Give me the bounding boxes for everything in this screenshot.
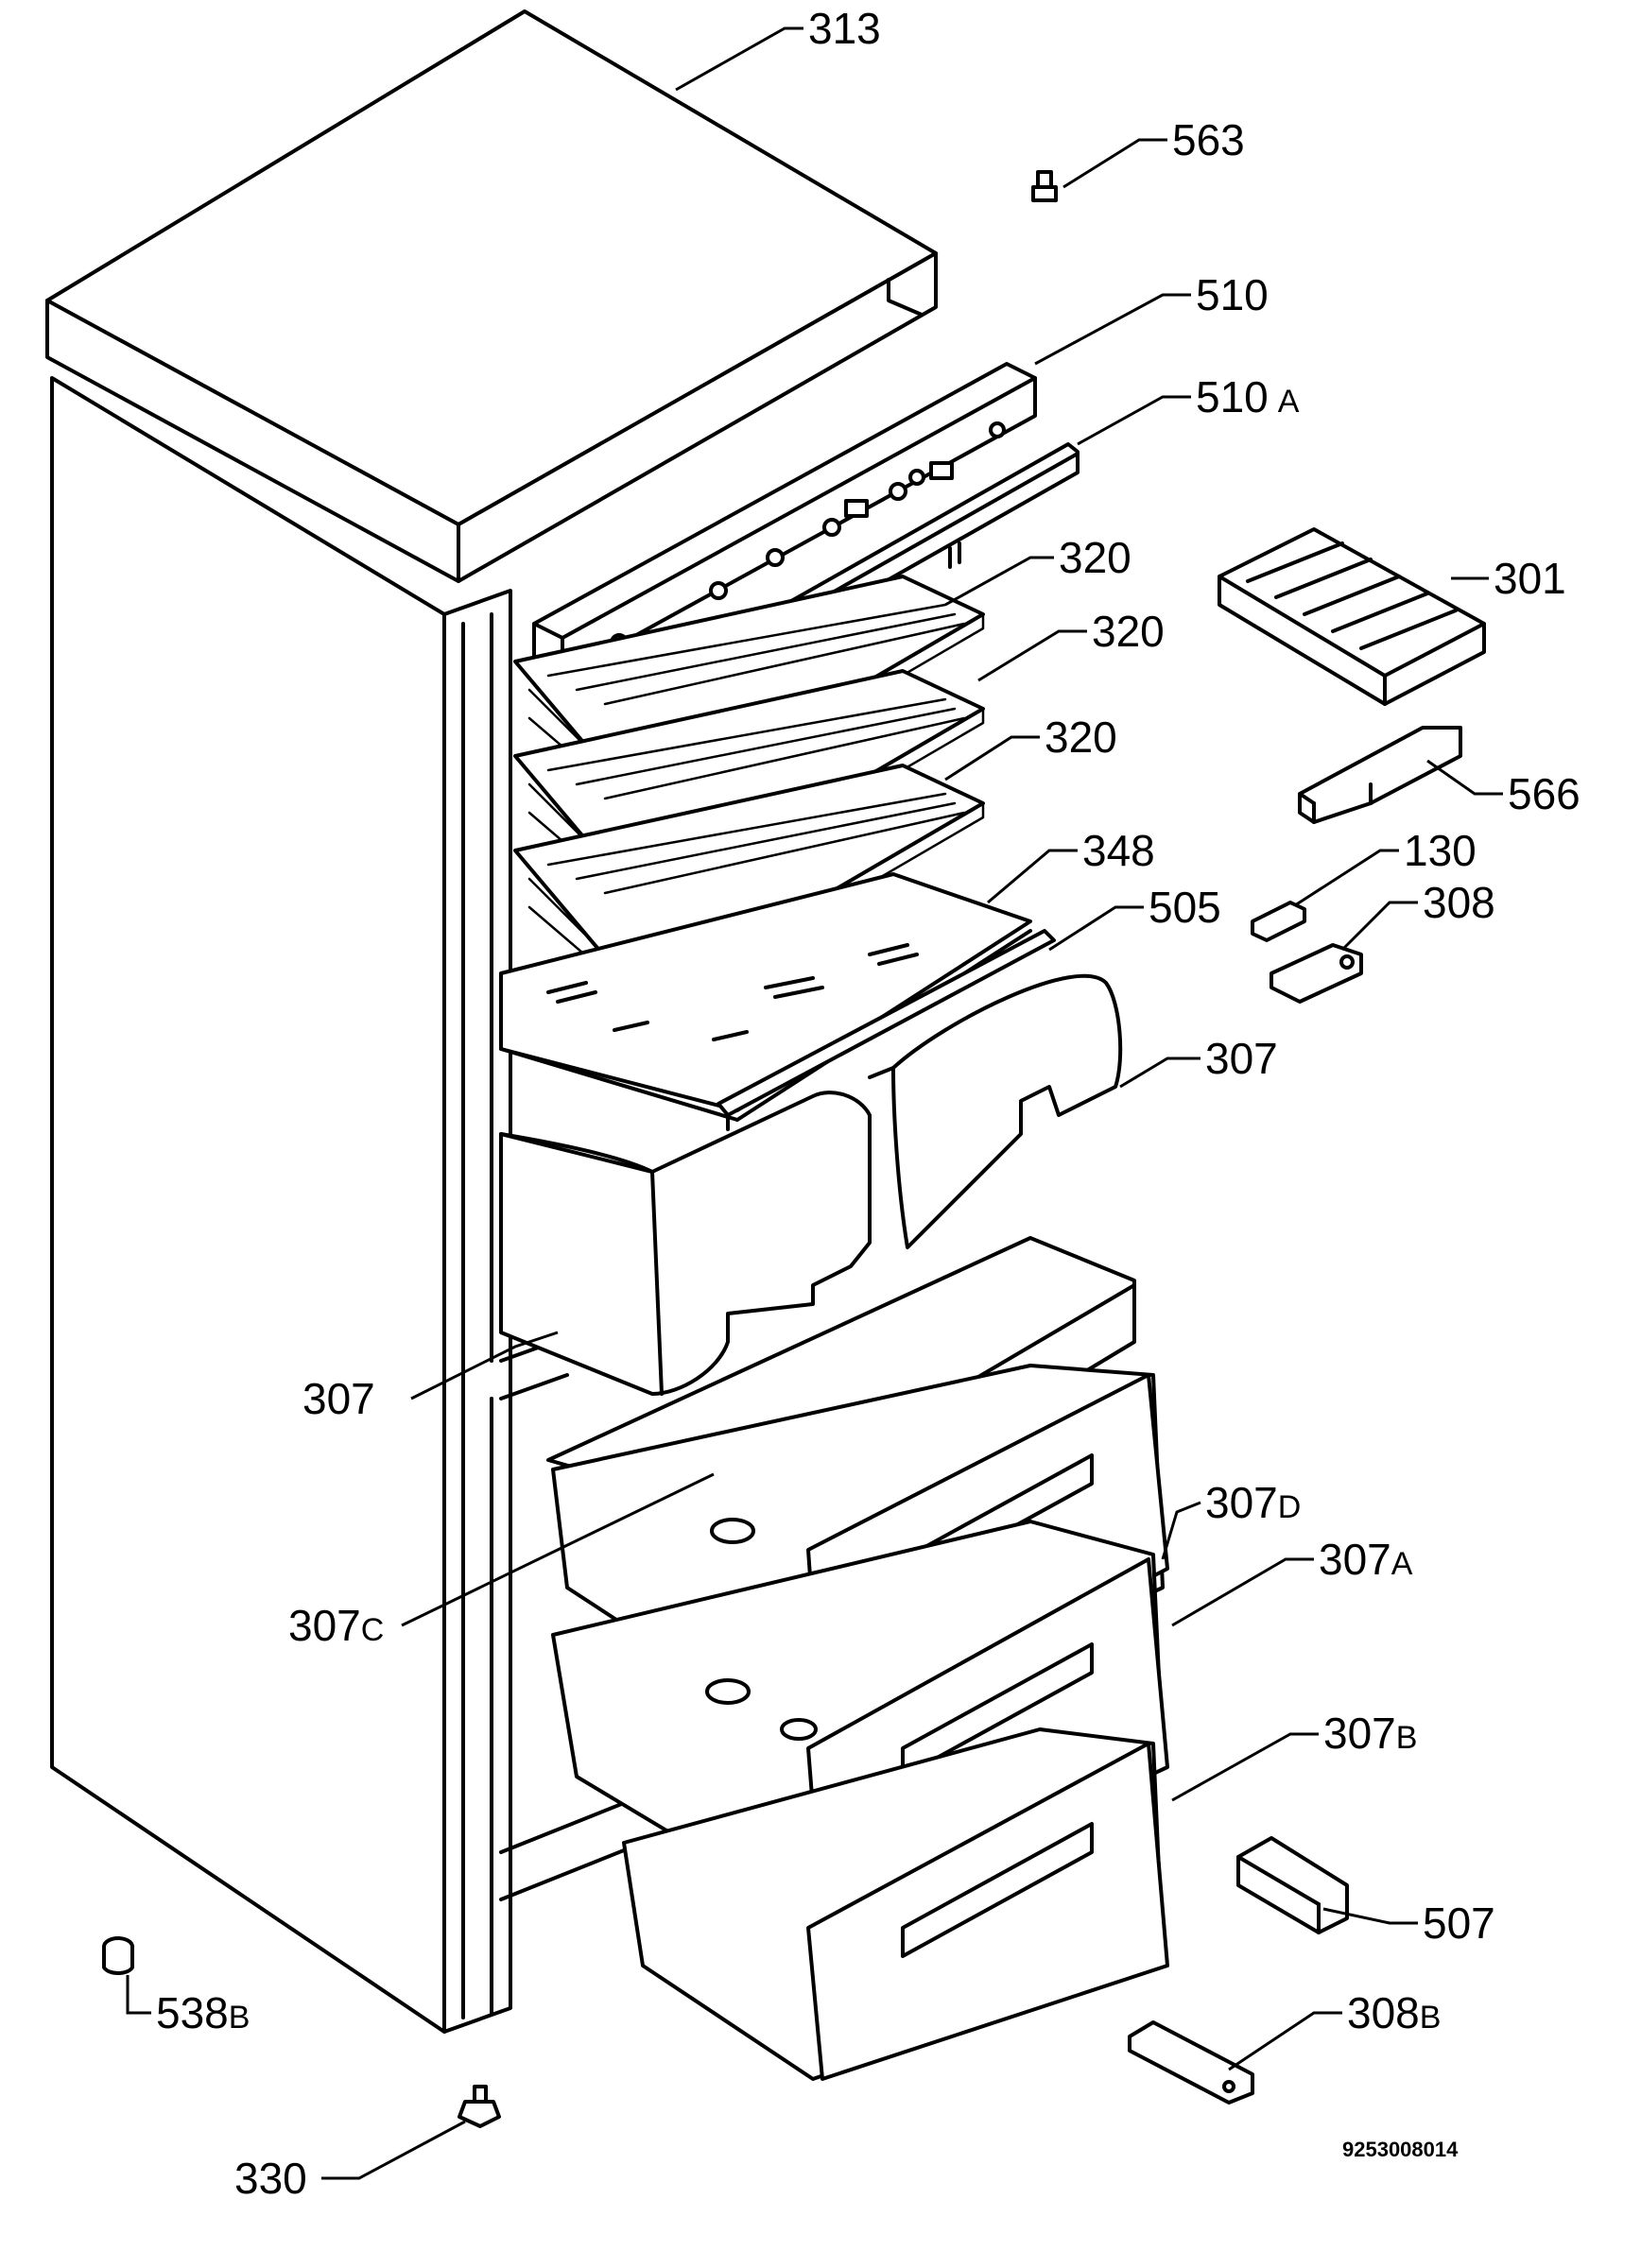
- label-307a: 307A: [1319, 1535, 1413, 1584]
- hinge-cover-part-130: [1251, 901, 1306, 942]
- label-505: 505: [1149, 883, 1221, 932]
- label-538b: 538B: [156, 1988, 250, 2037]
- handle-part-507: [1236, 1836, 1349, 1934]
- freezer-basket-part-307-left: [499, 1091, 872, 1396]
- freezer-basket-part-307-right: [868, 973, 1123, 1249]
- leader-lines: [126, 26, 1503, 2180]
- hinge-part-308: [1270, 943, 1363, 1004]
- label-507: 507: [1423, 1899, 1495, 1948]
- label-301: 301: [1494, 554, 1566, 603]
- label-130: 130: [1404, 826, 1477, 875]
- label-307b: 307B: [1323, 1709, 1417, 1758]
- label-566: 566: [1508, 769, 1581, 818]
- label-320-middle: 320: [1092, 607, 1165, 656]
- label-320-top: 320: [1059, 533, 1131, 582]
- foot-part-538b: [102, 1936, 134, 1975]
- label-307c: 307C: [288, 1601, 384, 1650]
- label-510: 510: [1196, 270, 1269, 319]
- hinge-part-308b: [1128, 2020, 1254, 2105]
- label-308: 308: [1423, 878, 1495, 927]
- label-330: 330: [234, 2154, 307, 2203]
- label-307-right: 307: [1205, 1034, 1278, 1083]
- label-307-left: 307: [302, 1374, 375, 1423]
- ice-scraper-part-566: [1298, 726, 1462, 824]
- label-563: 563: [1172, 115, 1245, 164]
- label-308b: 308B: [1347, 1988, 1441, 2037]
- ice-tray-part-301: [1218, 527, 1486, 706]
- drawer-part-307b: [622, 1727, 1169, 2081]
- front-strip-part-505: [717, 929, 1056, 1131]
- label-348: 348: [1082, 826, 1155, 875]
- label-320-bottom: 320: [1045, 713, 1117, 762]
- cabinet-body: [50, 376, 645, 2034]
- adjustable-foot-part-330: [458, 2085, 501, 2128]
- top-cover-part-313: [45, 9, 938, 583]
- label-313: 313: [808, 4, 881, 53]
- bulb-part-563: [1031, 170, 1058, 202]
- document-number: 9253008014: [1342, 2138, 1459, 2161]
- label-307d: 307D: [1205, 1478, 1301, 1527]
